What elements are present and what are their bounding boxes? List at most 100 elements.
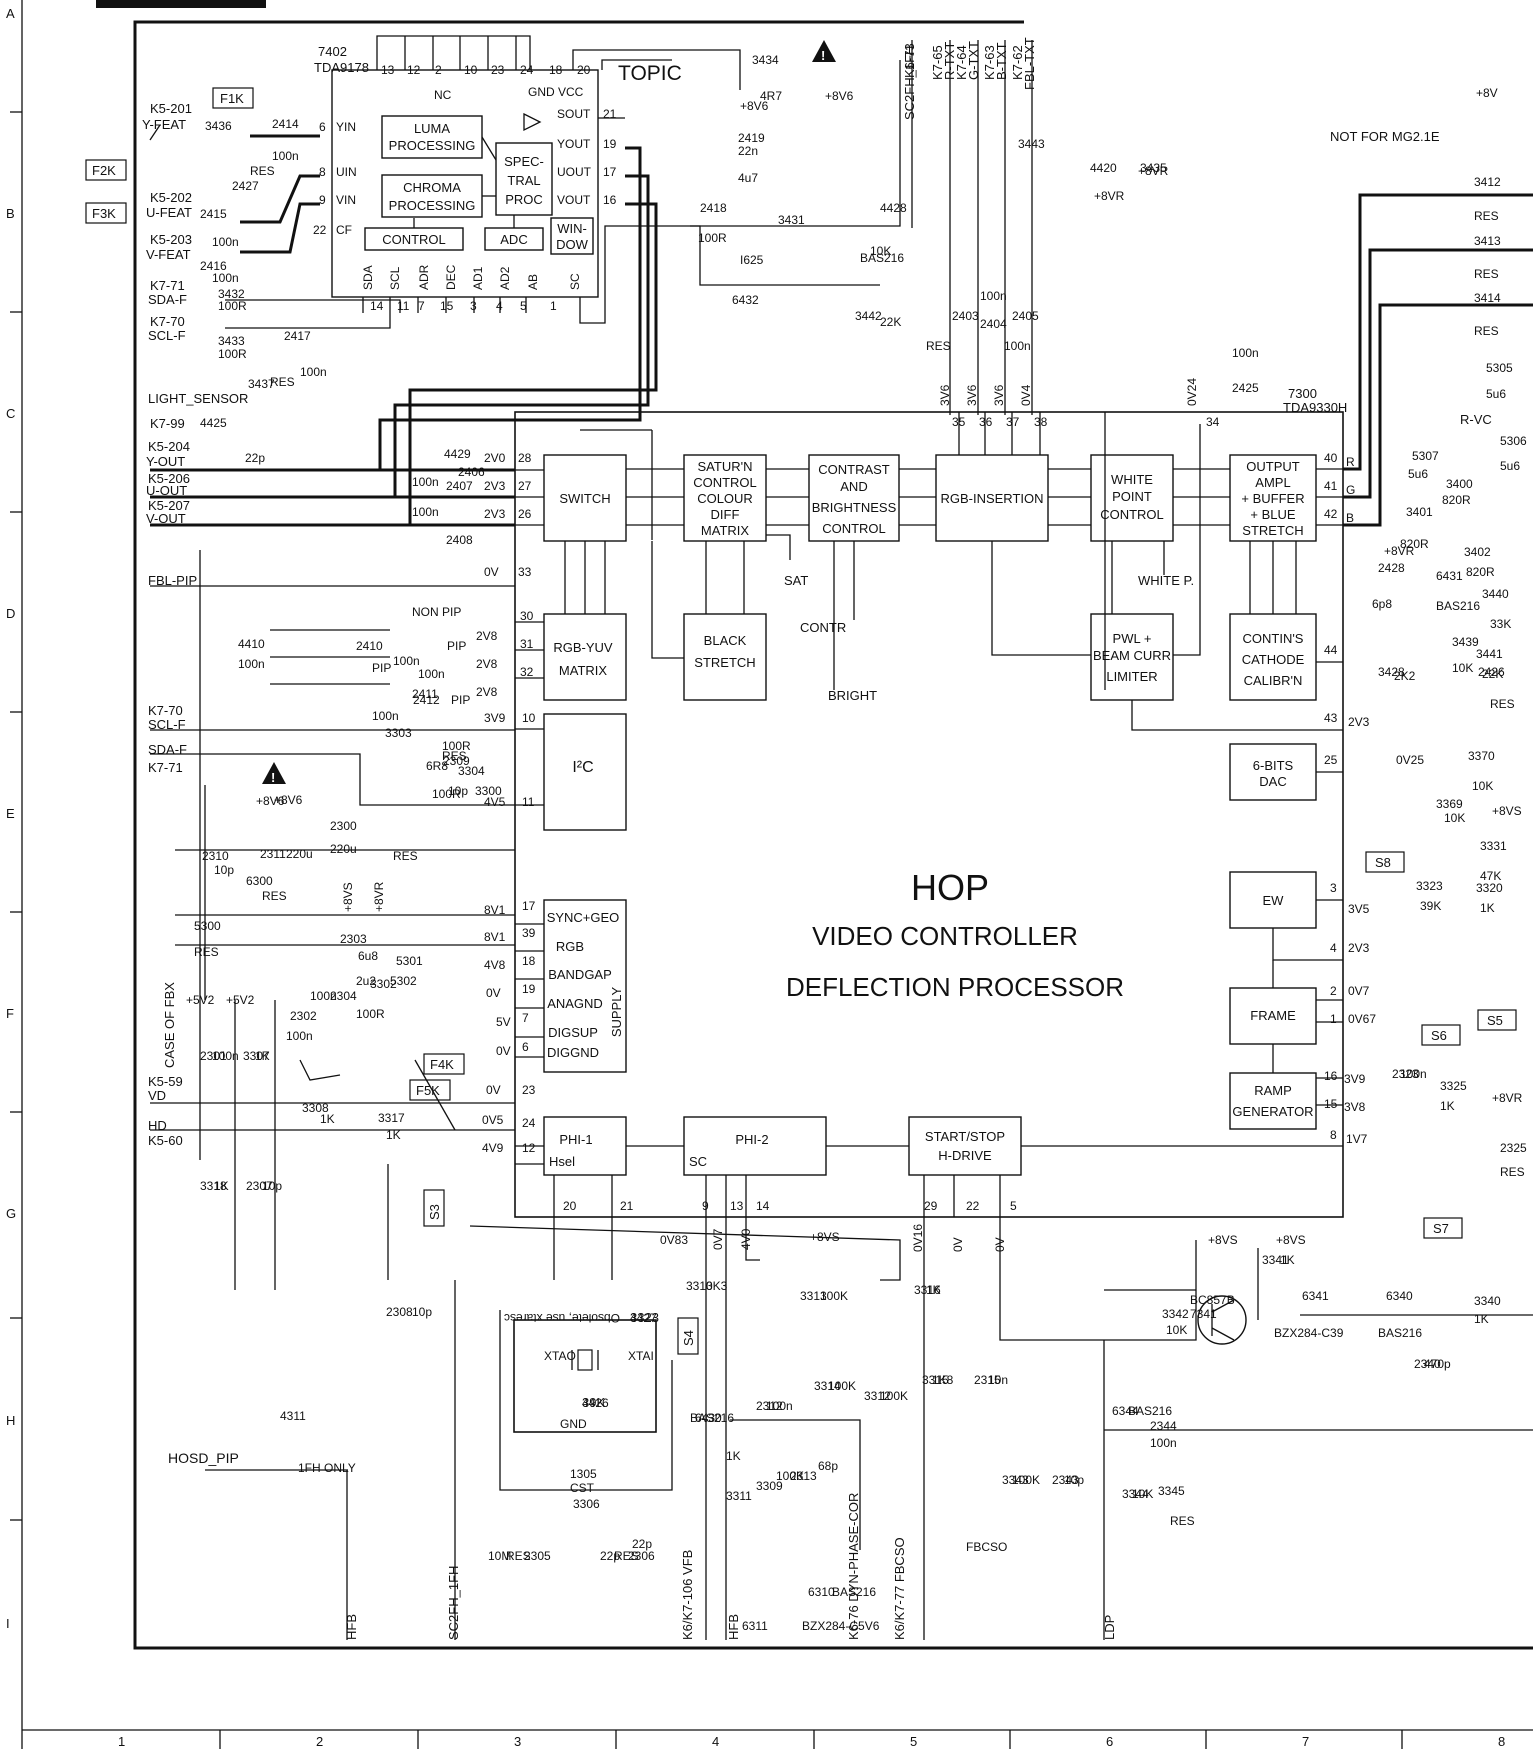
component-label: 2344 [1150,1419,1177,1433]
component-label: 2325 [1500,1141,1527,1155]
component-label: 6344 [1112,1404,1139,1418]
contr-label: CONTR [800,620,846,635]
row-label: E [6,806,15,821]
component-label: BZX284-C5V6 [802,1619,880,1633]
component-label: 100R [356,1007,385,1021]
hop-pin: 12 [522,1141,536,1155]
input-conn: K5-60 [148,1133,183,1148]
supply-label: +8VR [1384,544,1415,558]
component-label: 3434 [752,53,779,67]
component-label: RES [926,339,951,353]
supply-label: +8VR [1492,1091,1523,1105]
col-label: 4 [712,1734,719,1749]
bottom-label: LDP [1102,1615,1117,1640]
component-label: RES [250,164,275,178]
component-label: 100n [1232,346,1259,360]
component-label: 1K [926,1283,941,1297]
hop-title: HOP [911,867,989,908]
top-conn-sig: FBL-TXT [1022,37,1037,90]
hop-input-bus [150,146,1533,527]
hop-pin-v: 0V5 [482,1113,504,1127]
component-label: 2404 [980,317,1007,331]
hop-pin-v: 4V8 [484,958,506,972]
phi2-label: SC [689,1154,707,1169]
component-label: 68p [818,1459,838,1473]
hop-pin: 19 [522,982,536,996]
component-label: RES [270,375,295,389]
topic-pin-name: SOUT [557,107,591,121]
supply-label: +5V2 [186,993,215,1007]
input-labels: K5-201 Y-FEAT K5-202 U-FEAT K5-203 V-FEA… [142,101,248,1148]
hop-pin-v: 0V [951,1237,965,1252]
hop-pin-v: 3V5 [1348,902,1370,916]
hop-pin: 16 [1324,1069,1338,1083]
hop-pin: 18 [522,954,536,968]
hop-pin-v: 0V83 [660,1233,688,1247]
topic-pin: 13 [381,63,395,77]
component-label: 2415 [200,207,227,221]
saturn-label: SATUR'N [698,459,753,474]
component-label: 3433 [218,334,245,348]
component-label: 100R [432,787,461,801]
left-wires [150,412,1106,1471]
saturn-label: DIFF [711,507,740,522]
supply-label: +8VS [810,1230,840,1244]
crystal-module: 39K XTAO XTAI GND Obsolete, use xtaresc … [504,1310,659,1433]
component-label: 2343 [1052,1473,1079,1487]
hop-pin-v: 0V67 [1348,1012,1376,1026]
component-label: 2309 [443,754,470,768]
chroma-label-1: CHROMA [403,180,461,195]
hop-pin: 25 [1324,753,1338,767]
hop-pin: 21 [620,1199,634,1213]
topic-pin-name: UIN [336,165,357,179]
component-label: 33K [1490,617,1511,631]
ramp-label: RAMP [1254,1083,1292,1098]
component-label: 3440 [1482,587,1509,601]
hop-pin: 26 [518,507,532,521]
component-label: 10K [1452,661,1473,675]
white-label: WHITE [1111,472,1153,487]
component-label: RES [393,849,418,863]
component-label: 1K [255,1049,270,1063]
component-label: 5306 [1500,434,1527,448]
component-label: 6341 [1302,1289,1329,1303]
hop-pin-v: 2V3 [484,507,506,521]
component-label: 4426 [582,1396,609,1410]
component-label: 5u6 [1408,467,1428,481]
component-label: RES [194,945,219,959]
component-label: 100n [766,1399,793,1413]
component-label: 3302 [370,977,397,991]
supply-label: +8VS [341,882,355,912]
sat-label: SAT [784,573,808,588]
topic-pin-name: SC [568,273,582,290]
row-label: I [6,1616,10,1631]
component-label: 3325 [1440,1079,1467,1093]
obsolete-note: Obsolete, use xtaresc [504,1311,620,1325]
topic-pin-name: VOUT [557,193,591,207]
component-label: 3435 [1140,161,1167,175]
component-label: 100n [418,667,445,681]
col-label: 2 [316,1734,323,1749]
row-label: B [6,206,15,221]
col-label: 5 [910,1734,917,1749]
component-label: 3432 [218,287,245,301]
hop-bottom-pin-labels: 20 21 9 13 14 29 22 5 0V83 0V7 4V0 0V16 … [563,1199,1017,1252]
component-label: 2323 [1392,1067,1419,1081]
component-label: 2426 [1478,665,1505,679]
rgbins-label: RGB-INSERTION [940,491,1043,506]
hop-pin: 38 [1034,415,1048,429]
input-sig: V-OUT [146,511,186,526]
input-conn: K5-206 [148,471,190,486]
component-label: 6310 [808,1585,835,1599]
component-label: 2406 [458,465,485,479]
topic-pin-num: 6 [319,120,326,134]
col-labels: 1 2 3 4 5 6 7 8 [118,1734,1505,1749]
component-label: 100n [412,475,439,489]
top-conn-name: K7-63 [982,45,997,80]
component-label: 100n [1150,1436,1177,1450]
component-label: 820R [1466,565,1495,579]
row-label: G [6,1206,16,1221]
component-label: 22n [738,144,758,158]
hop-pin: 10 [522,711,536,725]
